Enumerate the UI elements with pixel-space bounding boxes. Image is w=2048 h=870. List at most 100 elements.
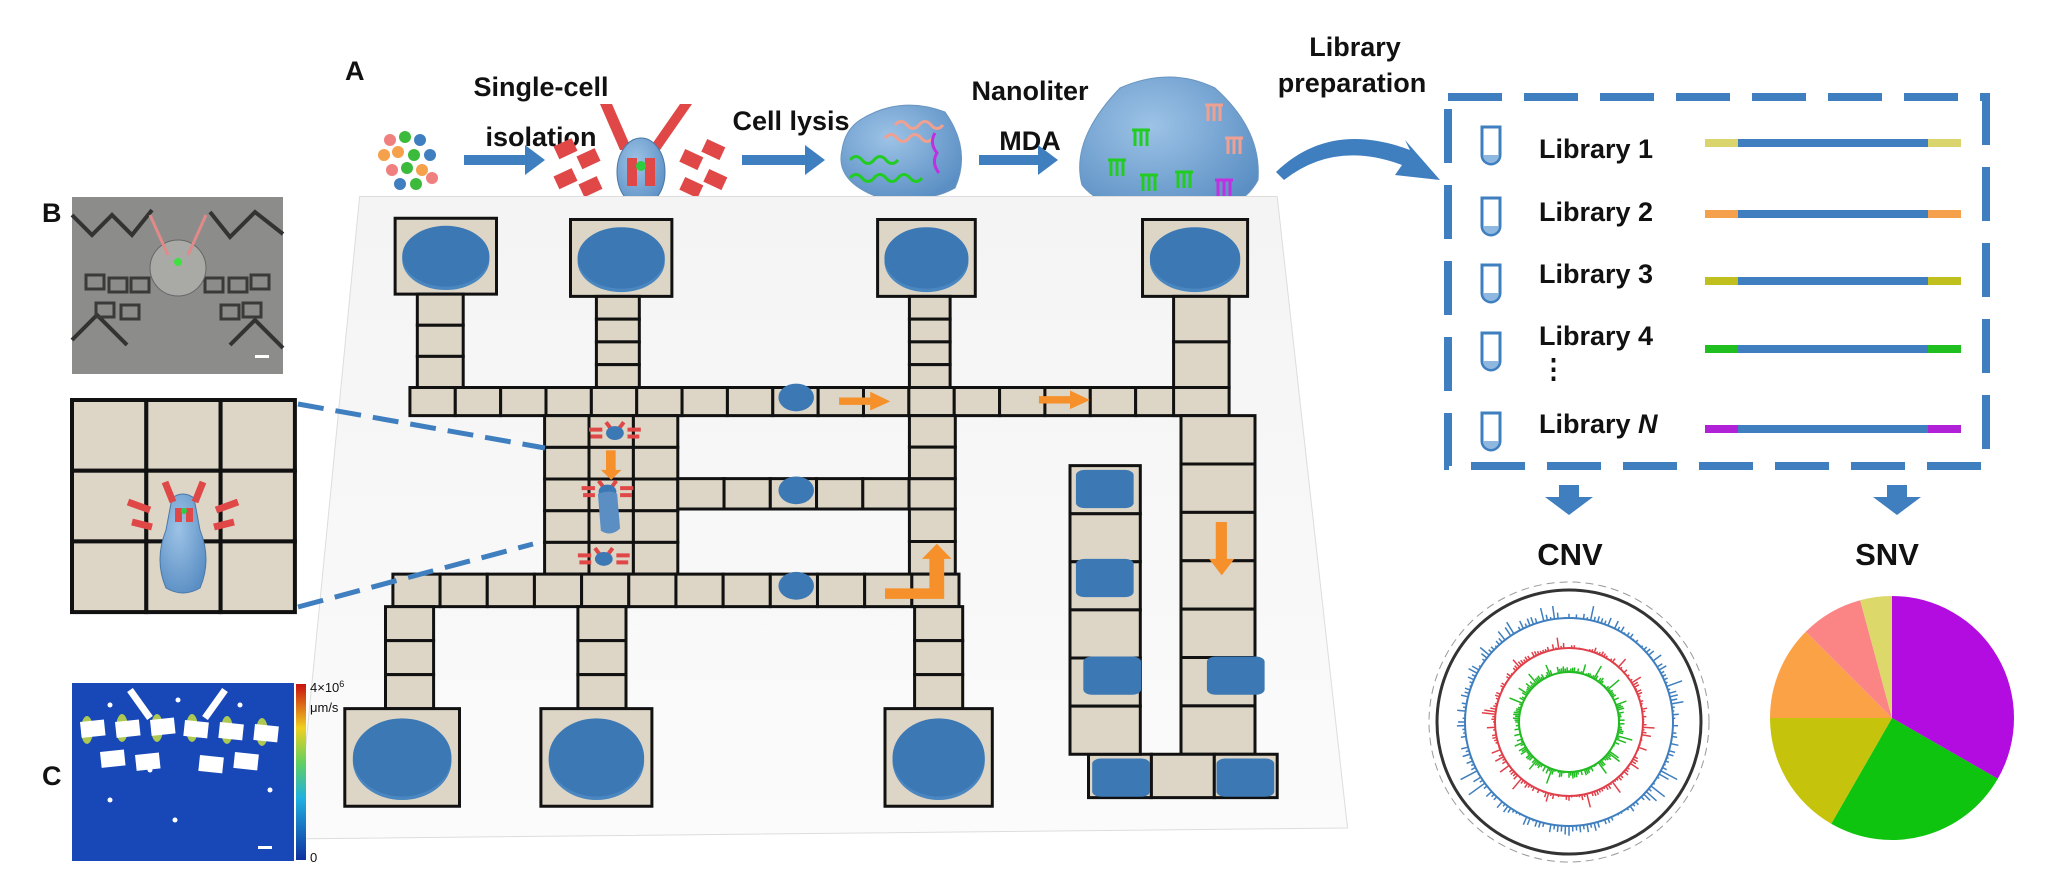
library-fragment <box>1705 139 1961 147</box>
marker-dot <box>107 702 113 708</box>
liquid-droplet <box>1206 656 1265 695</box>
cell-dot <box>410 178 422 190</box>
channel-cell <box>915 641 963 675</box>
channel-cell <box>455 387 500 415</box>
scale-bar <box>258 846 272 849</box>
droplet <box>778 571 814 600</box>
channel-cell <box>682 387 727 415</box>
marker-dot <box>237 702 243 708</box>
colorbar-max-label: 4×106 <box>310 679 344 695</box>
arrow-shaft <box>464 155 527 165</box>
adapter-left <box>1705 425 1738 433</box>
channel-cell <box>629 574 676 607</box>
channel-cell <box>386 641 434 675</box>
channel-cell <box>1181 464 1255 512</box>
dna-strand <box>848 155 900 165</box>
adapter-right <box>1928 345 1961 353</box>
marker-dot <box>172 817 178 823</box>
channel-cell <box>596 319 639 342</box>
channel-cell <box>1181 609 1255 657</box>
pillar-shape <box>253 724 279 743</box>
cnv-track-baseline <box>1518 671 1620 773</box>
pillar-shape <box>183 720 209 739</box>
tube-icon <box>1480 411 1502 452</box>
trap-pillar <box>679 176 704 199</box>
down-arrow-icon <box>1545 497 1593 515</box>
amplicon-icon <box>1215 178 1233 196</box>
channel-cell <box>386 675 434 709</box>
library-label: Library 2 <box>1539 197 1653 227</box>
cell-dot <box>399 131 411 143</box>
library-label: Library 1 <box>1539 134 1653 164</box>
library-box <box>1444 93 1990 470</box>
channel-cell <box>410 387 455 415</box>
cell-dot <box>416 164 428 176</box>
chromosome-labels-ring <box>1428 581 1710 863</box>
reservoir-droplet <box>892 718 985 797</box>
micrograph-droplet <box>149 239 207 297</box>
arrow-shaft <box>979 155 1040 165</box>
zoom-line <box>297 401 546 451</box>
micrograph-trap <box>148 214 208 256</box>
cnv-track-baseline <box>1464 617 1674 827</box>
zoom-line <box>297 541 534 610</box>
channel-cell <box>545 542 589 574</box>
curved-arrow-icon <box>1276 139 1440 180</box>
cnv-label: CNV <box>1537 537 1603 572</box>
pie-slice-2 <box>1831 718 1998 841</box>
cell-droplet <box>616 137 666 207</box>
tube-icon <box>1480 331 1502 372</box>
micrograph-channels <box>70 208 285 350</box>
liquid-droplet <box>1075 558 1134 598</box>
channel-cell <box>1070 610 1140 658</box>
cell-dot <box>392 146 404 158</box>
channel-cell <box>417 356 463 387</box>
adapter-left <box>1705 210 1738 218</box>
channel-cell <box>1181 706 1255 754</box>
channel-cell <box>723 574 770 607</box>
pillar-shape <box>218 722 244 741</box>
left-panels <box>70 197 546 861</box>
step-library-line2: preparation <box>1278 68 1427 98</box>
ideogram-ring <box>1435 588 1703 856</box>
trapped-cell <box>594 551 613 566</box>
down-arrow-shaft <box>1559 485 1579 497</box>
channel-cell <box>393 574 440 607</box>
trap-pillar <box>553 168 578 190</box>
cnv-circos-plot <box>1428 581 1710 863</box>
microfluidic-chip <box>297 197 1348 839</box>
channel-cell <box>1000 387 1045 415</box>
colorbar <box>296 684 306 860</box>
channel-cell <box>578 607 626 641</box>
cell-trap-icon <box>589 422 641 436</box>
grid-cell <box>218 398 297 473</box>
reservoir-droplet <box>577 227 665 289</box>
mda-droplet <box>1079 76 1259 217</box>
channel-cell <box>954 387 999 415</box>
adapter-left <box>1705 345 1738 353</box>
adapter-left <box>1705 139 1738 147</box>
liquid-droplet <box>1083 656 1142 695</box>
step-mda-line1: Nanoliter <box>971 76 1089 106</box>
channel-cell <box>915 607 963 641</box>
library-label: Library N <box>1539 409 1658 439</box>
channel-cell <box>596 342 639 365</box>
channel-cell <box>545 511 589 543</box>
step-lysis: Cell lysis <box>732 106 849 136</box>
tube-liquid <box>1483 361 1499 369</box>
liquid-droplet <box>1216 758 1275 797</box>
cell-trap-icon <box>582 481 634 495</box>
velocity-map-panel <box>72 683 294 861</box>
droplet <box>778 383 814 412</box>
grid-cell <box>70 398 149 473</box>
channel-cell <box>909 479 955 509</box>
trap-pillar <box>648 104 692 150</box>
micrograph-pillar <box>129 276 151 294</box>
channel-cell <box>578 641 626 675</box>
pie-slice-6 <box>1860 596 1892 718</box>
pie-slice-3 <box>1769 718 1892 824</box>
channel-cell <box>1151 754 1214 797</box>
micrograph-pillar <box>249 273 271 291</box>
flow-arrow-icon <box>885 543 952 599</box>
